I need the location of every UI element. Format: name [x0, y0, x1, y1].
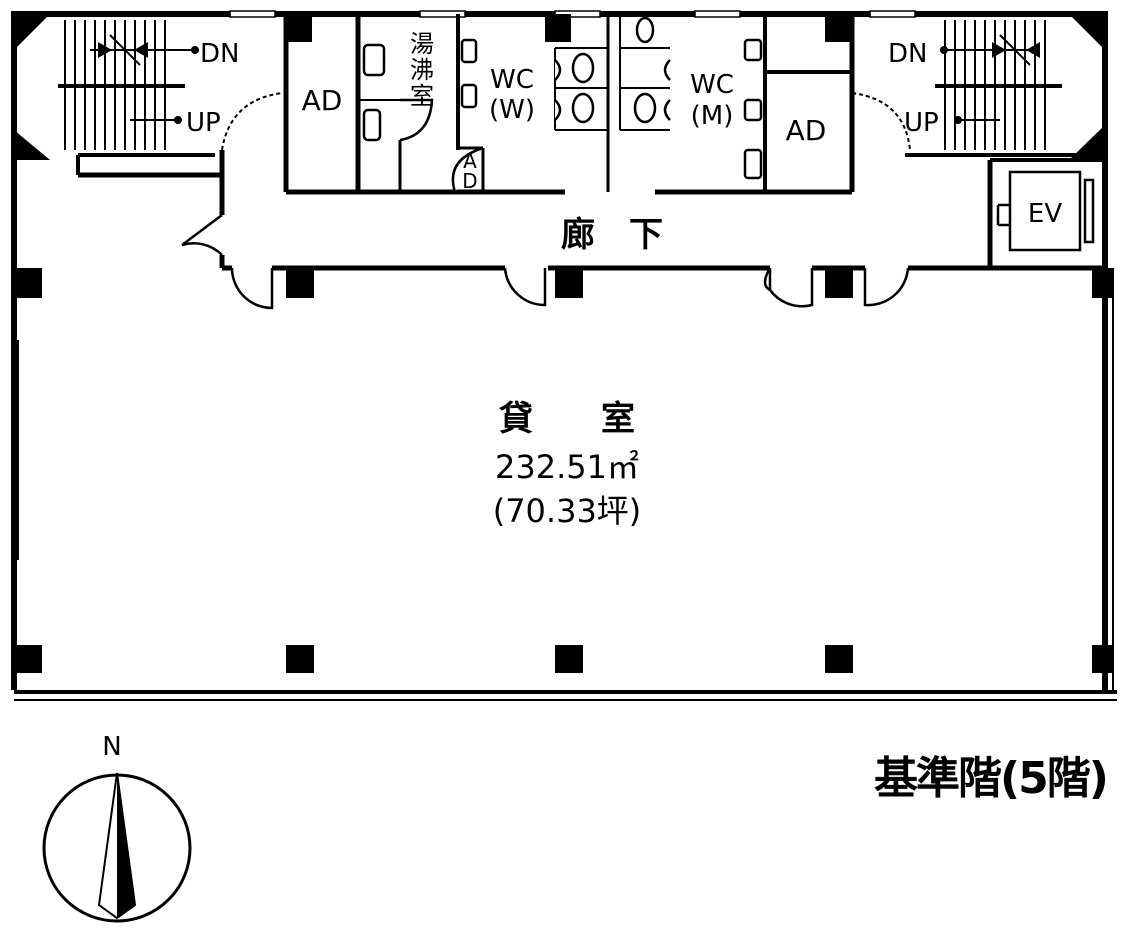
rental-room-label: 貸 室 — [499, 399, 635, 439]
corridor-walls — [219, 150, 1105, 271]
corridor-label: 廊 下 — [561, 215, 663, 255]
room-labels: DN UP DN UP AD AD 湯 沸 室 A D WC (W) WC (M… — [186, 30, 1062, 530]
floor-title: 基準階(5階) — [874, 753, 1109, 804]
top-windows — [229, 10, 916, 18]
ad-right-label: AD — [786, 114, 827, 147]
elevator-label: EV — [1028, 199, 1062, 229]
north-compass: N — [42, 732, 192, 923]
compass-north-label: N — [102, 732, 121, 762]
service-core-walls — [283, 14, 1105, 268]
wc-men-label: WC — [690, 70, 734, 100]
wc-women-sub-label: (W) — [489, 95, 535, 125]
stair-right-up-label: UP — [904, 108, 939, 138]
sanitary-fixtures — [362, 16, 763, 193]
columns — [14, 14, 1114, 673]
kitchen-label-2: 沸 — [410, 56, 434, 84]
stair-cores — [14, 14, 1105, 178]
wc-women-label: WC — [490, 65, 534, 95]
ad-small-bottom-label: D — [462, 169, 477, 193]
wc-men-sub-label: (M) — [691, 101, 734, 131]
ad-left-label: AD — [302, 84, 343, 117]
kitchen-label-1: 湯 — [410, 30, 434, 58]
stair-left-up-label: UP — [186, 108, 221, 138]
doors — [181, 214, 910, 310]
kitchen-label-3: 室 — [410, 82, 434, 110]
stair-left-down-label: DN — [200, 39, 239, 69]
stair-right-down-label: DN — [888, 39, 927, 69]
elevator — [996, 170, 1095, 252]
ad-small-top-label: A — [463, 149, 477, 173]
rental-area-sqm: 232.51㎡ — [495, 448, 639, 486]
rental-area-tsubo: (70.33坪) — [493, 492, 642, 530]
